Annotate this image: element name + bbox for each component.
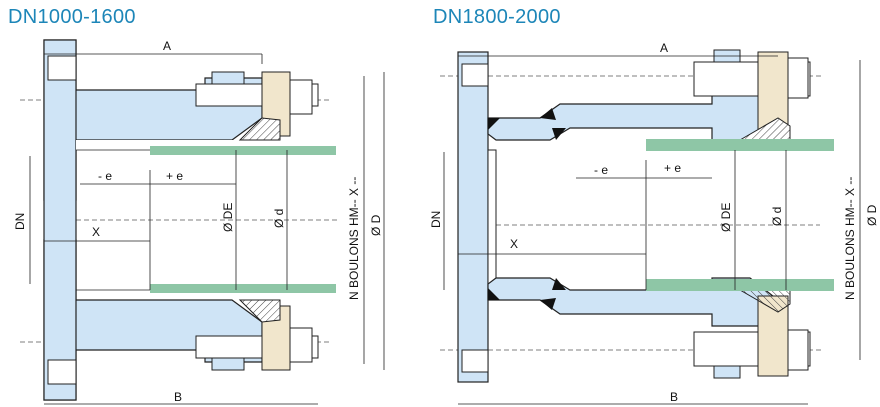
left-dim-DE: Ø DE	[221, 203, 235, 232]
right-pipe-wall-bottom	[646, 279, 834, 291]
right-flange-plate	[457, 51, 489, 383]
right-diagram: A B - e + e X DN Ø DE Ø d N BOULONS HM--…	[429, 41, 879, 405]
left-dim-plus-e: + e	[166, 169, 183, 183]
left-dim-D: Ø D	[369, 214, 383, 236]
left-pipe-wall-bottom	[150, 284, 336, 293]
left-flange-plate	[43, 39, 77, 401]
right-flange-bolt-hole-bottom	[461, 349, 489, 373]
left-dim-bolts: N BOULONS HM-- X --	[347, 177, 361, 300]
nut-icon	[289, 327, 313, 363]
left-dim-B: B	[174, 390, 182, 404]
right-dim-plus-e: + e	[664, 161, 681, 175]
bolt-icon	[195, 71, 319, 137]
bolt-icon	[693, 49, 811, 133]
nut-icon	[289, 79, 313, 115]
right-dim-d: Ø d	[770, 207, 784, 226]
right-diagram-title: DN1800-2000	[433, 6, 561, 28]
left-flange-body-bottom	[43, 239, 263, 401]
left-dim-X: X	[92, 225, 100, 239]
left-seal-bottom	[238, 299, 281, 323]
right-pipe-wall-top	[646, 139, 834, 151]
left-dim-DN: DN	[13, 213, 27, 230]
left-dim-minus-e: - e	[98, 169, 112, 183]
right-dim-DE: Ø DE	[719, 203, 733, 232]
left-dim-d: Ø d	[272, 209, 286, 228]
right-dim-minus-e: - e	[594, 163, 608, 177]
weld-icon	[488, 108, 566, 310]
left-diagram: A B - e + e X DN Ø DE Ø d N BOULONS HM--…	[13, 39, 385, 405]
right-dim-DN: DN	[429, 211, 443, 228]
nut-icon	[787, 329, 809, 371]
left-dim-A: A	[163, 39, 171, 53]
right-dim-B: B	[670, 390, 678, 404]
left-flange-body-top	[43, 39, 263, 201]
left-flange-bolt-hole-bottom	[47, 359, 77, 385]
right-dim-A: A	[660, 41, 668, 55]
right-dim-bolts: N BOULONS HM-- X --	[843, 177, 857, 300]
right-dim-X: X	[510, 237, 518, 251]
bolt-icon	[693, 295, 811, 379]
left-diagram-title: DN1000-1600	[8, 6, 136, 28]
gasket-icon	[757, 51, 789, 133]
right-body-top	[487, 91, 779, 141]
left-flange-bolt-hole-top	[47, 55, 77, 81]
right-dim-D: Ø D	[865, 204, 879, 226]
left-seal-top	[238, 117, 281, 141]
nut-icon	[787, 57, 809, 99]
right-flange-bolt-hole-top	[461, 63, 489, 87]
left-pipe-wall-top	[150, 146, 336, 155]
bolt-icon	[195, 305, 319, 371]
